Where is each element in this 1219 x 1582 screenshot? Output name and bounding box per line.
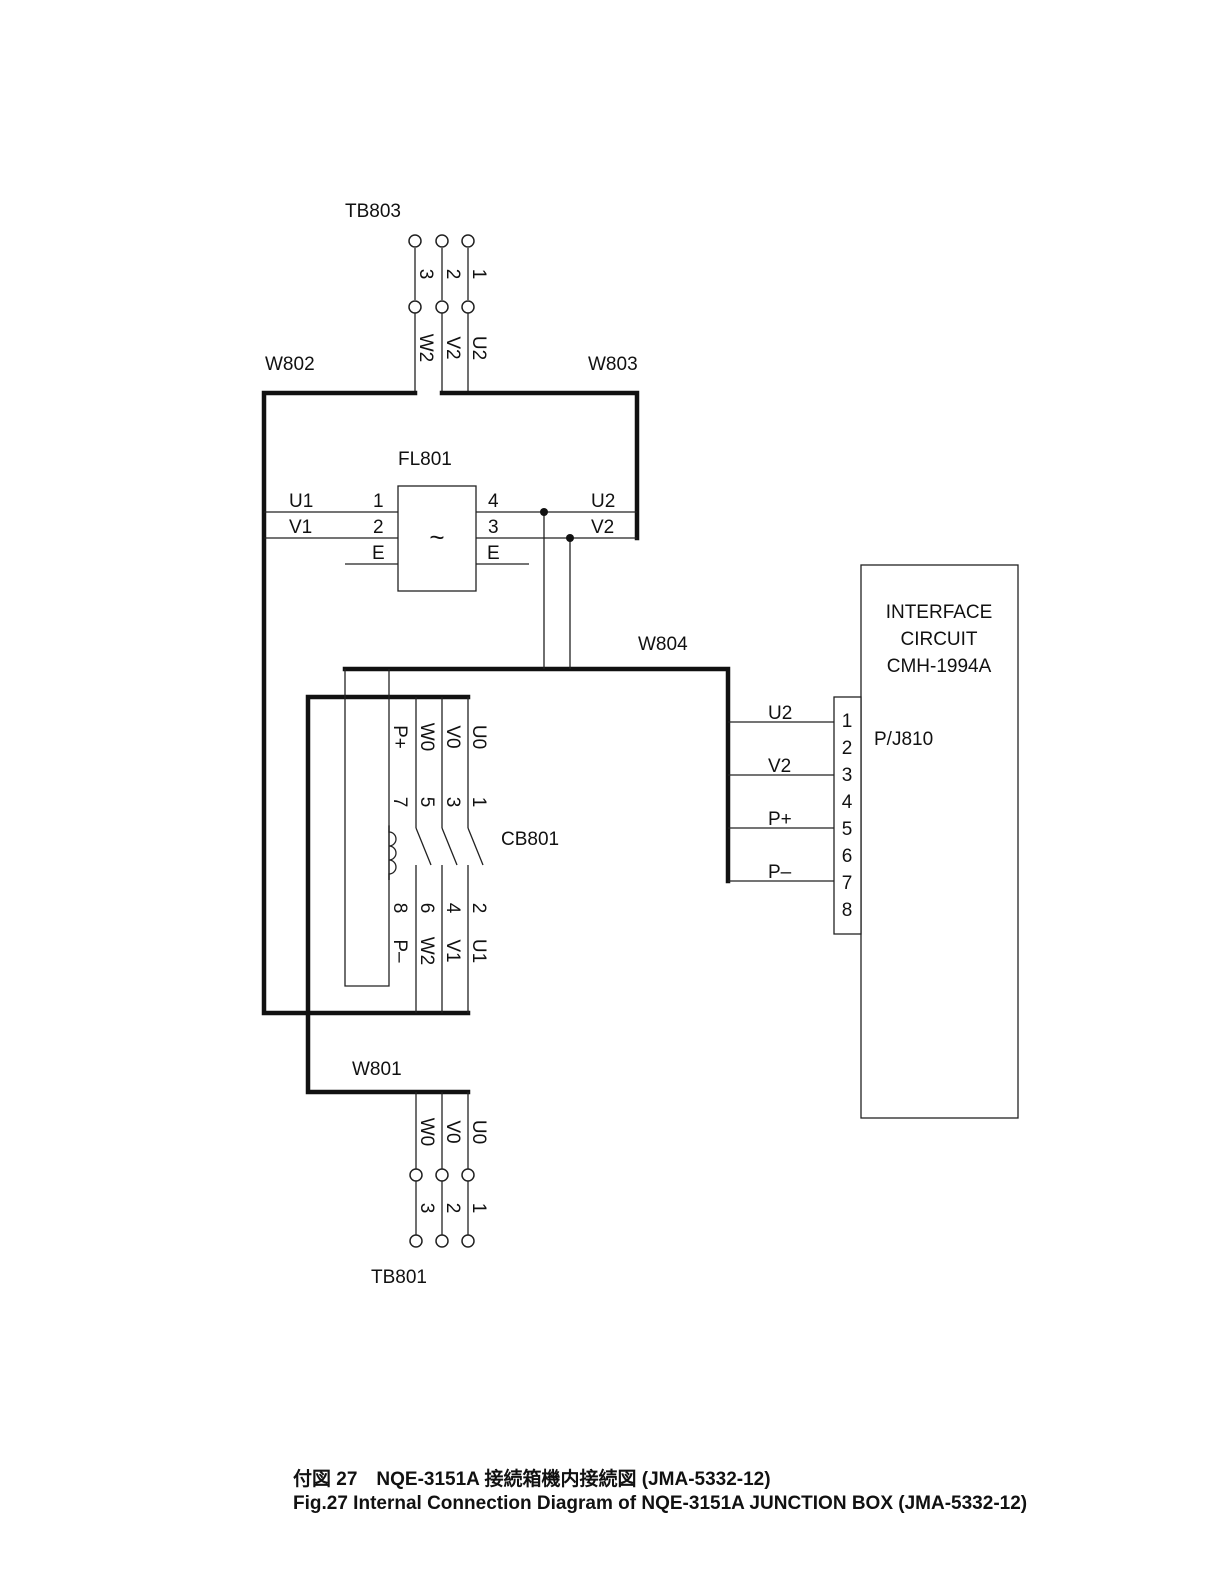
tb801-terminal-block: W0 V0 U0 3 2 1 TB801 <box>371 1092 489 1288</box>
tb801-terminal-2-top <box>435 1168 449 1182</box>
cb801-top-wire-v0: V0 <box>442 725 463 748</box>
fl801-pin-e-left: E <box>372 543 385 564</box>
fl801-wire-u1: U1 <box>289 491 313 512</box>
tb803-terminal-1-bottom <box>461 300 475 314</box>
fl801-pin-2: 2 <box>373 517 384 538</box>
signal-v2: V2 <box>768 756 791 777</box>
w801-label: W801 <box>352 1059 402 1080</box>
filter-symbol: ~ <box>429 522 444 552</box>
pj810-pin-7: 7 <box>842 873 853 894</box>
fl801-pin-1: 1 <box>373 491 384 512</box>
tb803-terminal-2-top <box>435 234 449 248</box>
cb801-top-wire-w0: W0 <box>416 723 437 752</box>
pj810-pin-3: 3 <box>842 765 853 786</box>
fl801-pin-4: 4 <box>488 491 499 512</box>
interface-title-line-1: INTERFACE <box>886 602 993 623</box>
cb801-bottom-wire-w2: W2 <box>416 937 437 966</box>
fl801-wire-v1: V1 <box>289 517 312 538</box>
tb801-terminal-2-bottom <box>435 1234 449 1248</box>
tb801-terminal-3-bottom <box>409 1234 423 1248</box>
tb803-wire-w2: W2 <box>415 334 436 363</box>
fl801-wire-v2: V2 <box>591 517 614 538</box>
figure-caption: 付図 27 NQE-3151A 接続箱機内接続図 (JMA-5332-12) F… <box>293 1467 1027 1514</box>
signal-u2: U2 <box>768 703 792 724</box>
pj810-pin-4: 4 <box>842 792 853 813</box>
junction-dot-v2 <box>566 534 574 542</box>
tb801-wire-w0: W0 <box>416 1118 437 1147</box>
harness-w804: W804 <box>342 634 731 884</box>
pj810-pin-8: 8 <box>842 900 853 921</box>
harness-w802: W802 <box>261 354 471 1016</box>
tb803-pin-3: 3 <box>415 269 436 280</box>
cb801-pin-8: 8 <box>389 903 410 914</box>
tb801-label: TB801 <box>371 1267 427 1288</box>
harness-w803: W803 <box>439 354 640 541</box>
tb801-terminal-3-top <box>409 1168 423 1182</box>
junction-dot-u2 <box>540 508 548 516</box>
caption-en: Fig.27 Internal Connection Diagram of NQ… <box>293 1493 1027 1514</box>
cb801-bottom-wire-u1: U1 <box>468 939 489 963</box>
tb803-terminal-3-top <box>408 234 422 248</box>
tb803-wire-u2: U2 <box>468 336 489 360</box>
cb801-pin-4: 4 <box>442 903 463 914</box>
tb803-terminal-2-bottom <box>435 300 449 314</box>
tb803-terminal-1-top <box>461 234 475 248</box>
pj810-pin-2: 2 <box>842 738 853 759</box>
tb801-terminal-1-top <box>461 1168 475 1182</box>
fl801-filter: FL801 ~ U1 V1 1 2 E 4 3 E U2 V2 <box>264 449 637 669</box>
pj810-pin-1: 1 <box>842 711 853 732</box>
tb803-pin-2: 2 <box>442 269 463 280</box>
harness-w801: W801 <box>305 694 471 1095</box>
interface-title-line-2: CIRCUIT <box>900 629 977 650</box>
tb801-pin-3: 3 <box>416 1203 437 1214</box>
w803-label: W803 <box>588 354 638 375</box>
signal-pplus: P+ <box>768 809 792 830</box>
cb801-bottom-wire-pminus: P– <box>389 939 410 963</box>
cb801-breaker: CB801 P+ W0 V0 U0 7 5 3 1 8 6 4 2 <box>344 669 559 1013</box>
interface-circuit: INTERFACE CIRCUIT CMH-1994A P/J810 1 2 3… <box>728 564 1019 1119</box>
cb801-contact-u <box>467 827 484 866</box>
cb801-contact-w <box>415 827 432 866</box>
w804-label: W804 <box>638 634 688 655</box>
tb803-terminal-3-bottom <box>408 300 422 314</box>
fl801-wire-u2: U2 <box>591 491 615 512</box>
cb801-pin-5: 5 <box>416 797 437 808</box>
cb801-bottom-wire-v1: V1 <box>442 939 463 962</box>
connector-label: P/J810 <box>874 729 933 750</box>
tb801-terminal-1-bottom <box>461 1234 475 1248</box>
cb801-pin-6: 6 <box>416 903 437 914</box>
cb801-contact-v <box>441 827 458 866</box>
cb801-pin-3: 3 <box>442 797 463 808</box>
pj810-pin-5: 5 <box>842 819 853 840</box>
w802-label: W802 <box>265 354 315 375</box>
tb801-wire-v0: V0 <box>442 1120 463 1143</box>
tb801-pin-1: 1 <box>468 1203 489 1214</box>
thermal-trip-coil <box>388 826 397 880</box>
fl801-pin-3: 3 <box>488 517 499 538</box>
fl801-label: FL801 <box>398 449 452 470</box>
cb801-label: CB801 <box>501 829 559 850</box>
tb803-label: TB803 <box>345 201 401 222</box>
tb803-wire-v2: V2 <box>442 336 463 359</box>
tb803-terminal-block: TB803 3 2 1 W2 V2 U2 <box>345 201 489 393</box>
cb801-pin-1: 1 <box>468 797 489 808</box>
fl801-pin-e-right: E <box>487 543 500 564</box>
connector-pj810 <box>833 696 862 935</box>
tb801-pin-2: 2 <box>442 1203 463 1214</box>
caption-jp: 付図 27 NQE-3151A 接続箱機内接続図 (JMA-5332-12) <box>293 1467 771 1490</box>
signal-pminus: P– <box>768 862 792 883</box>
cb801-top-wire-pplus: P+ <box>389 725 410 749</box>
tb803-pin-1: 1 <box>468 269 489 280</box>
interface-title-line-3: CMH-1994A <box>887 656 992 677</box>
cb801-pin-7: 7 <box>389 797 410 808</box>
interface-circuit-box <box>860 564 1019 1119</box>
tb803-terminals <box>408 234 475 393</box>
pj810-pin-6: 6 <box>842 846 853 867</box>
cb801-pin-2: 2 <box>468 903 489 914</box>
cb801-top-wire-u0: U0 <box>468 725 489 749</box>
tb801-wire-u0: U0 <box>468 1120 489 1144</box>
